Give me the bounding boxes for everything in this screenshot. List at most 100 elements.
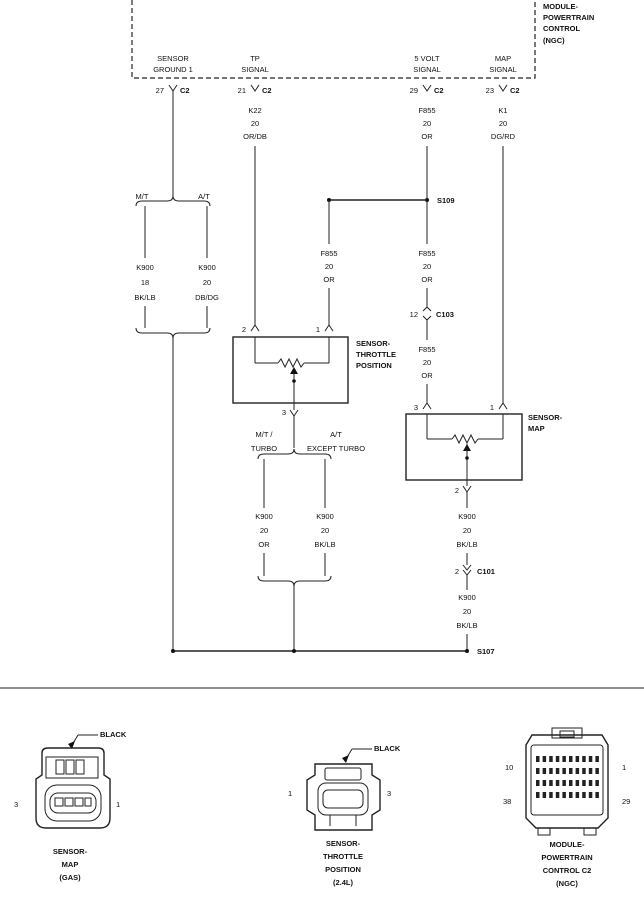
pcm-pin-cavity	[562, 780, 566, 786]
tps-sensor-box: SENSOR- THROTTLE POSITION 3	[232, 336, 396, 448]
pin-sensor-ground-label-1: SENSOR	[157, 54, 189, 63]
k900-left-a-1: K900	[136, 263, 154, 272]
k900-map-2: 20	[463, 526, 471, 535]
pcm-pin-cavity	[555, 756, 560, 762]
tps-pin-3: 3	[282, 408, 286, 417]
map-caption-1: SENSOR-	[53, 847, 88, 856]
k900-left-a-3: BK/LB	[134, 293, 155, 302]
pcm-caption-1: MODULE-	[550, 840, 585, 849]
pcm-pin-cavity	[588, 768, 593, 774]
tps-caption-3: POSITION	[325, 865, 361, 874]
pcm-title-2: POWERTRAIN	[543, 13, 594, 22]
pcm-pin-cavity	[569, 768, 573, 774]
f855-left-3: OR	[323, 275, 335, 284]
k900-tp-a-1: K900	[255, 512, 273, 521]
k900-left-a-2: 18	[141, 278, 149, 287]
tps-title-1: SENSOR-	[356, 339, 391, 348]
pcm-pin-cavity	[562, 792, 566, 798]
f855-left-2: 20	[325, 262, 333, 271]
map-sensor-box: SENSOR- MAP 2	[405, 413, 563, 495]
map-view-pin-1: 1	[116, 800, 120, 809]
pcm-connector-view: 10 1 38 29 MODULE- POWERTRAIN CONTROL C2…	[503, 727, 630, 888]
k900-map-3: BK/LB	[456, 540, 477, 549]
f855-top-3: OR	[421, 132, 433, 141]
wire-5v-tps-branch: F855 20 OR 1	[316, 200, 338, 334]
mt-turbo-1: M/T /	[256, 430, 274, 439]
pcm-pin-cavity	[595, 756, 599, 762]
tps-pin-2: 2	[242, 325, 246, 334]
pcm-title-4: (NGC)	[543, 36, 565, 45]
pcm-pin-cavity	[542, 768, 547, 774]
pcm-pin-cavity	[555, 780, 560, 786]
pcm-pin-cavity	[582, 792, 586, 798]
pcm-pin-cavity	[542, 792, 547, 798]
c101-name: C101	[477, 567, 495, 576]
pin-map-label-1: MAP	[495, 54, 511, 63]
k1-1: K1	[498, 106, 507, 115]
ground-bus-s107: S107	[171, 647, 495, 656]
pcm-pin-cavity	[549, 780, 553, 786]
tps-title-2: THROTTLE	[356, 350, 396, 359]
wire-map-signal: K1 20 DG/RD 1	[490, 106, 516, 412]
at-except-2: EXCEPT TURBO	[307, 444, 365, 453]
pin-map-label-2: SIGNAL	[489, 65, 517, 74]
pin-sensor-ground-label-2: GROUND 1	[153, 65, 193, 74]
pcm-pin-cavity	[536, 792, 540, 798]
pcm-view-pin-1: 1	[622, 763, 626, 772]
pcm-title-1: MODULE-	[543, 2, 578, 11]
k22-3: OR/DB	[243, 132, 267, 141]
tps-pin-1: 1	[316, 325, 320, 334]
pcm-pin-cavity	[582, 780, 586, 786]
mt-turbo-2: TURBO	[251, 444, 277, 453]
pcm-pin-cavity	[575, 768, 580, 774]
pcm-pin-cavity	[569, 756, 573, 762]
pcm-pin-cavity	[575, 780, 580, 786]
k1-2: 20	[499, 119, 507, 128]
pcm-pin-cavity	[588, 780, 593, 786]
pcm-pin-cavity	[575, 792, 580, 798]
c103-pin: 12	[410, 310, 418, 319]
map-caption-2: MAP	[62, 860, 79, 869]
pin-23-conn: C2	[510, 86, 520, 95]
k900-tp-a-3: OR	[258, 540, 270, 549]
pcm-caption-3: CONTROL C2	[543, 866, 592, 875]
pcm-pin-cavity	[549, 792, 553, 798]
k900-tp-a-2: 20	[260, 526, 268, 535]
tps-view-color: BLACK	[374, 744, 401, 753]
k1-3: DG/RD	[491, 132, 516, 141]
f855-mid-2: 20	[423, 262, 431, 271]
k900-left-b-3: DB/DG	[195, 293, 219, 302]
at-except-1: A/T	[330, 430, 342, 439]
tps-connector-view: BLACK 1 3 SENSOR- THROTTLE POSITION (2.4…	[288, 744, 401, 887]
pcm-pin-cavity	[569, 780, 573, 786]
pcm-pin-cavity	[569, 792, 573, 798]
map-connector-view: BLACK 3 1 SENSOR- MAP (GAS)	[14, 730, 127, 882]
pcm-pin-cavity	[588, 756, 593, 762]
pin-5v-label-2: SIGNAL	[413, 65, 441, 74]
pcm-pin-cavity	[582, 768, 586, 774]
f855-low-2: 20	[423, 358, 431, 367]
c103-name: C103	[436, 310, 454, 319]
pin-21-conn: C2	[262, 86, 272, 95]
pcm-pin-cavity	[542, 780, 547, 786]
k900-map-low-3: BK/LB	[456, 621, 477, 630]
k900-left-b-1: K900	[198, 263, 216, 272]
tps-caption-4: (2.4L)	[333, 878, 354, 887]
k22-2: 20	[251, 119, 259, 128]
pcm-pin-cavity	[575, 756, 580, 762]
pcm-pin-cavity	[595, 792, 599, 798]
pcm-pin-connectors: 27 C2 21 C2 29 C2 23 C2	[156, 84, 520, 95]
f855-top-1: F855	[418, 106, 435, 115]
pin-21: 21	[238, 86, 246, 95]
pcm-pin-cavity	[555, 768, 560, 774]
pcm-pin-cavity	[595, 768, 599, 774]
pin-27: 27	[156, 86, 164, 95]
label-mt-left: M/T	[136, 192, 149, 201]
pcm-pin-cavity	[536, 756, 540, 762]
k900-left-b-2: 20	[203, 278, 211, 287]
wire-map-ground: K900 20 BK/LB 2 C101 K900 20 BK/LB	[455, 492, 495, 651]
tps-title-3: POSITION	[356, 361, 392, 370]
c101-pin: 2	[455, 567, 459, 576]
map-view-pin-3: 3	[14, 800, 18, 809]
